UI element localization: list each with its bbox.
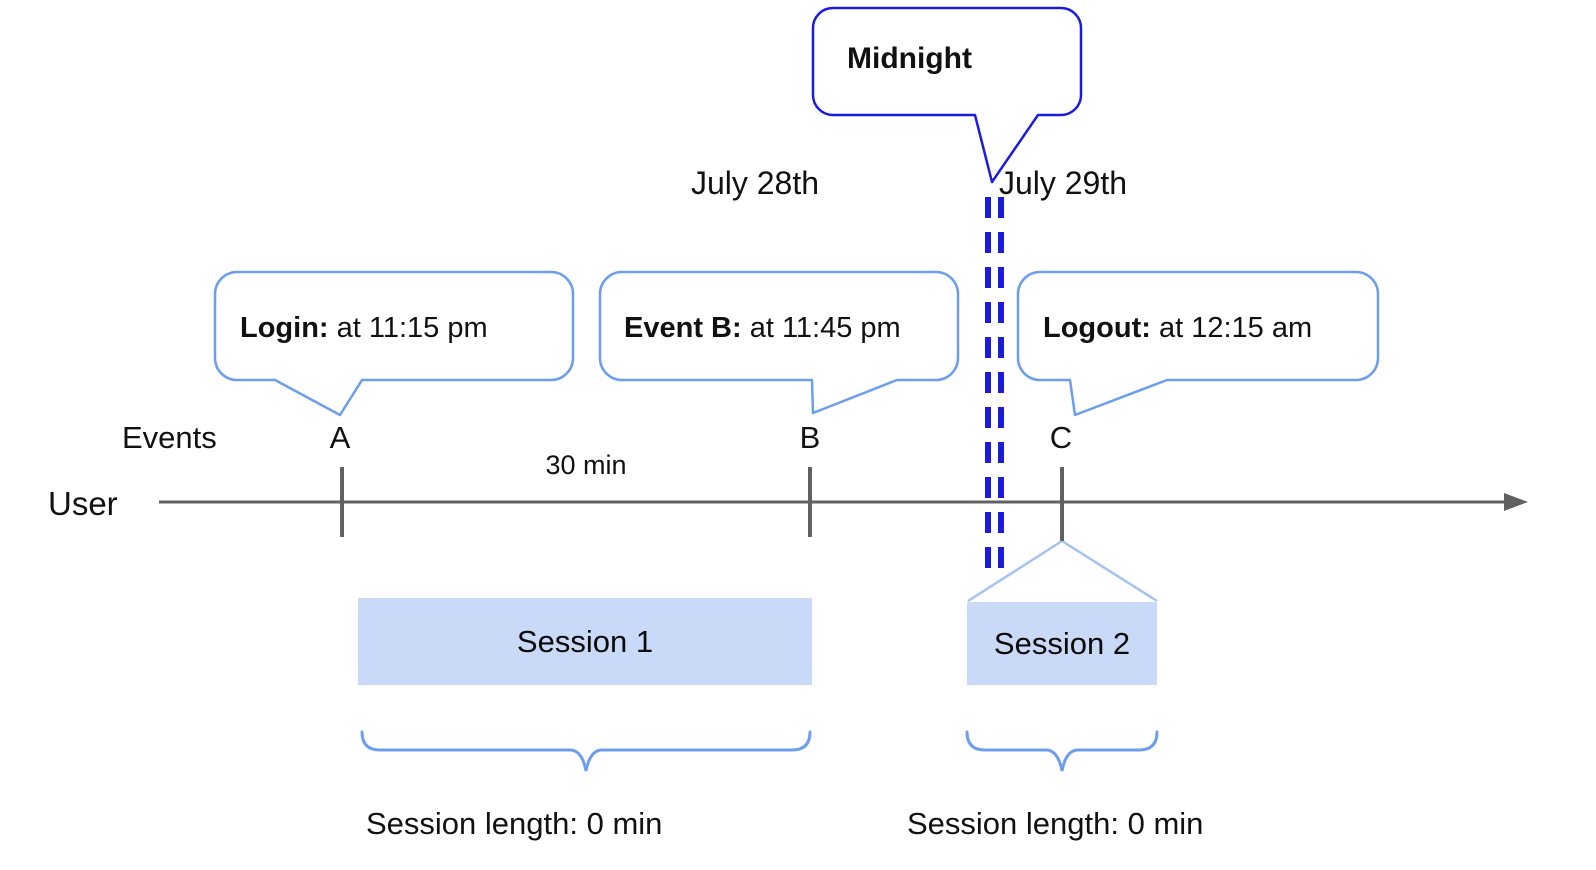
timeline-arrowhead bbox=[1504, 493, 1528, 511]
logout-callout-title: Logout: bbox=[1043, 312, 1151, 344]
logout-callout-bubble bbox=[1016, 270, 1380, 417]
midnight-label: Midnight bbox=[847, 42, 972, 75]
logout-callout-text: Logout: at 12:15 am bbox=[1043, 311, 1312, 345]
session-1-length-label: Session length: 0 min bbox=[366, 806, 663, 841]
event-b-callout-text: Event B: at 11:45 pm bbox=[624, 311, 901, 345]
login-callout-time: at 11:15 pm bbox=[328, 312, 488, 344]
login-callout-bubble bbox=[213, 270, 575, 417]
events-axis-label: Events bbox=[122, 420, 217, 455]
event-mark-b: B bbox=[799, 420, 821, 455]
user-row-label: User bbox=[48, 485, 118, 522]
event-b-callout-title: Event B: bbox=[624, 312, 742, 344]
session-1-box: Session 1 bbox=[358, 598, 812, 685]
expansion-line-left bbox=[967, 539, 1063, 603]
interval-30min-label: 30 min bbox=[545, 450, 627, 480]
date-july-29th: July 29th bbox=[998, 165, 1128, 201]
session-1-brace bbox=[360, 730, 812, 772]
logout-callout-time: at 12:15 am bbox=[1150, 312, 1313, 344]
session-2-label: Session 2 bbox=[993, 625, 1131, 661]
session-1-label: Session 1 bbox=[516, 623, 654, 659]
login-callout-title: Login: bbox=[240, 312, 329, 344]
date-july-28th: July 28th bbox=[690, 165, 820, 201]
event-b-callout-time: at 11:45 pm bbox=[741, 312, 901, 344]
midnight-callout-bubble bbox=[811, 6, 1083, 184]
expansion-line-right bbox=[1061, 539, 1158, 603]
event-mark-c: C bbox=[1049, 420, 1073, 455]
event-b-callout-bubble bbox=[598, 270, 960, 415]
login-callout-text: Login: at 11:15 pm bbox=[240, 311, 488, 345]
session-2-brace bbox=[965, 730, 1159, 772]
session-2-length-label: Session length: 0 min bbox=[907, 806, 1204, 841]
event-mark-a: A bbox=[329, 420, 351, 455]
session-2-box: Session 2 bbox=[967, 602, 1157, 685]
